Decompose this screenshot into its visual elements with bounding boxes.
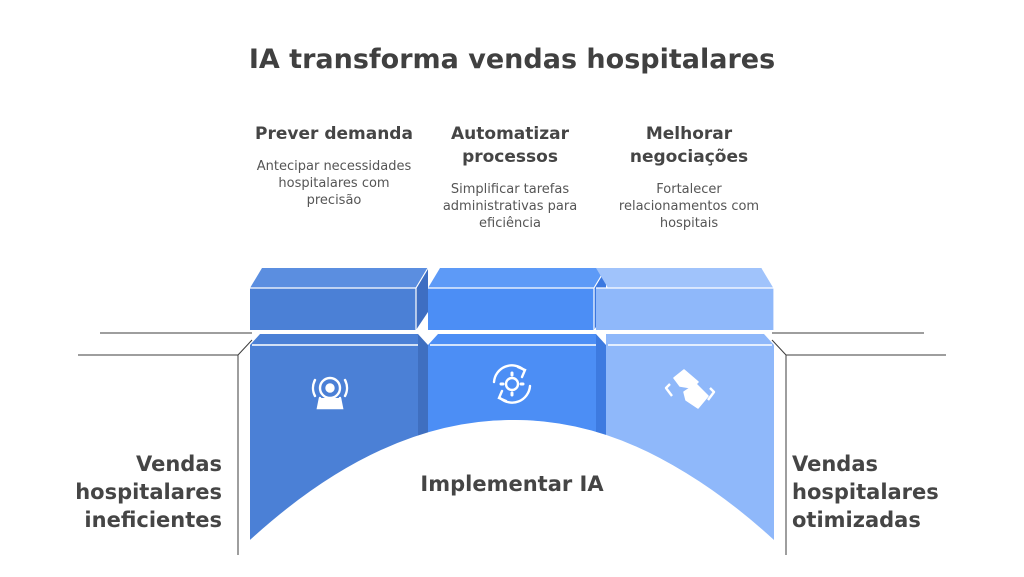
deck-block-prever bbox=[250, 268, 428, 330]
column-heading: Prever demanda bbox=[249, 123, 419, 146]
column-automatizar: Automatizar processos Simplificar tarefa… bbox=[425, 123, 595, 232]
column-melhorar: Melhorar negociações Fortalecer relacion… bbox=[604, 123, 774, 232]
column-description: Simplificar tarefas administrativas para… bbox=[425, 181, 595, 232]
deck-block-automatizar bbox=[428, 268, 606, 330]
deck-block-melhorar bbox=[596, 268, 774, 330]
column-prever: Prever demanda Antecipar necessidades ho… bbox=[249, 123, 419, 209]
column-heading: Automatizar processos bbox=[425, 123, 595, 169]
column-heading: Melhorar negociações bbox=[604, 123, 774, 169]
column-description: Antecipar necessidades hospitalares com … bbox=[249, 158, 419, 209]
column-description: Fortalecer relacionamentos com hospitais bbox=[604, 181, 774, 232]
center-label: Implementar IA bbox=[0, 472, 1024, 496]
page-title: IA transforma vendas hospitalares bbox=[0, 44, 1024, 75]
